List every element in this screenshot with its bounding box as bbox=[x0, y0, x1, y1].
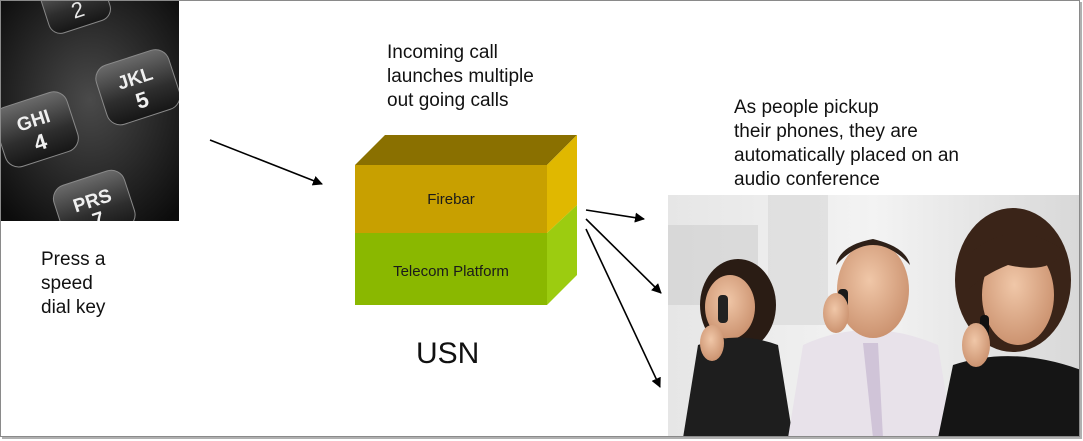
person-center bbox=[788, 239, 953, 436]
people-on-phones-image bbox=[668, 195, 1079, 436]
firebar-side-face bbox=[547, 135, 577, 233]
key-prs-7: PRS 7 bbox=[52, 169, 136, 221]
person-left bbox=[683, 259, 793, 436]
incoming-call-caption-line-2: launches multiple bbox=[387, 66, 534, 87]
speed-dial-caption-line-3: dial key bbox=[41, 297, 106, 318]
audio-conference-caption-line-1: As people pickup bbox=[734, 97, 879, 118]
key-2: 2 bbox=[39, 1, 111, 34]
arrow-usn-to-person-3 bbox=[585, 228, 661, 388]
telecom-platform-label: Telecom Platform bbox=[393, 263, 509, 280]
firebar-label: Firebar bbox=[427, 191, 475, 208]
key-jkl-5: JKL 5 bbox=[95, 49, 179, 126]
telecom-platform-side-face bbox=[547, 205, 577, 305]
speed-dial-caption-line-2: speed bbox=[41, 273, 93, 294]
arrow-usn-to-person-2 bbox=[585, 218, 662, 294]
speed-dial-caption-line-1: Press a bbox=[41, 249, 106, 270]
incoming-call-caption: Incoming call launches multiple out goin… bbox=[387, 41, 587, 113]
block-top-face bbox=[355, 135, 577, 165]
audio-conference-caption-line-4: audio conference bbox=[734, 169, 880, 190]
arrow-usn-to-person-1 bbox=[585, 209, 645, 223]
incoming-call-caption-line-1: Incoming call bbox=[387, 42, 498, 63]
usn-label: USN bbox=[416, 337, 480, 370]
incoming-call-caption-line-3: out going calls bbox=[387, 90, 509, 111]
telecom-platform-layer bbox=[355, 233, 547, 305]
firebar-layer bbox=[355, 165, 547, 233]
person-right bbox=[938, 208, 1079, 436]
audio-conference-caption: As people pickup their phones, they are … bbox=[734, 96, 1034, 192]
audio-conference-caption-line-2: their phones, they are bbox=[734, 121, 918, 142]
audio-conference-caption-line-3: automatically placed on an bbox=[734, 145, 959, 166]
phone-keypad-image: 2 GHI 4 JKL 5 PRS 7 bbox=[1, 1, 179, 221]
key-ghi-4: GHI 4 bbox=[1, 91, 79, 168]
speed-dial-caption: Press a speed dial key bbox=[41, 248, 171, 320]
arrow-keypad-to-usn bbox=[209, 139, 323, 186]
usn-block: Firebar Telecom Platform bbox=[355, 135, 577, 305]
